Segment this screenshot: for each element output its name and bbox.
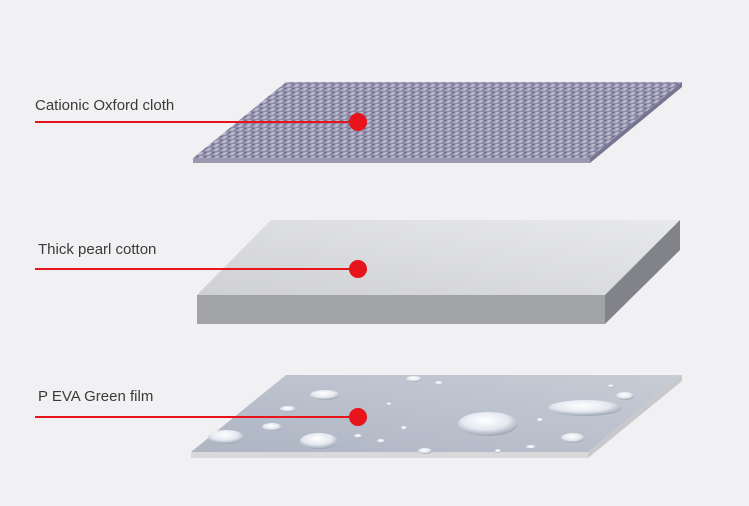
pearl-cotton-layer	[197, 220, 680, 324]
water-droplets	[208, 376, 634, 454]
eva-film-label: P EVA Green film	[38, 388, 154, 405]
water-droplet	[377, 439, 385, 443]
eva-film-layer	[191, 375, 682, 458]
oxford-cloth-layer	[193, 82, 682, 163]
oxford-cloth-edge	[193, 158, 590, 163]
pointer-film	[35, 408, 367, 426]
pointer-dot	[349, 113, 367, 131]
water-droplet	[418, 448, 432, 454]
water-droplet	[406, 376, 422, 382]
water-droplet	[495, 449, 501, 453]
water-droplet	[561, 433, 585, 443]
water-droplet	[300, 433, 338, 449]
oxford-cloth-label: Cationic Oxford cloth	[35, 97, 175, 114]
water-droplet	[608, 384, 614, 388]
oxford-cloth-side	[590, 82, 682, 163]
oxford-cloth-top	[193, 82, 682, 158]
eva-film-side	[588, 375, 682, 458]
water-droplet	[354, 434, 362, 438]
pointer-dot	[349, 408, 367, 426]
water-droplet	[280, 406, 296, 412]
water-droplet	[401, 426, 407, 430]
pointer-pearl	[35, 260, 367, 278]
water-droplet	[262, 423, 282, 431]
pearl-cotton-label: Thick pearl cotton	[38, 241, 157, 258]
water-droplet	[208, 430, 244, 444]
water-droplet	[310, 390, 340, 400]
pearl-cotton-side	[605, 220, 680, 324]
water-droplet	[386, 402, 392, 406]
pointer-dot	[349, 260, 367, 278]
water-droplet	[435, 381, 443, 385]
pearl-cotton-top	[197, 220, 680, 295]
eva-film-edge	[191, 452, 588, 458]
pointer-oxford	[35, 113, 367, 131]
water-droplet	[616, 392, 634, 400]
water-droplet	[548, 400, 622, 416]
water-droplet	[526, 445, 536, 449]
pearl-cotton-front	[197, 295, 605, 324]
water-droplet	[537, 418, 543, 422]
water-droplet	[458, 412, 518, 436]
